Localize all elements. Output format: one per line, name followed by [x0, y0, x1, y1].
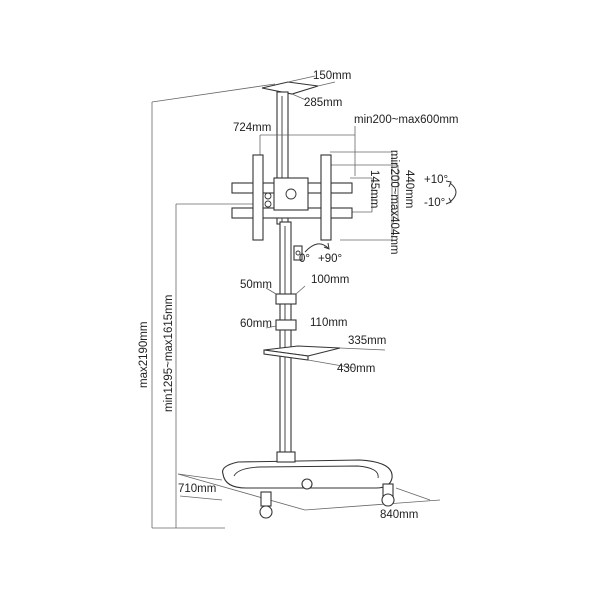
rotate-start-label: 0° — [299, 253, 310, 265]
base-depth-label: 710mm — [178, 483, 216, 495]
base-width-label: 840mm — [380, 509, 418, 521]
overall-height-dimension — [151, 83, 276, 529]
tilt-arrow — [445, 180, 457, 205]
upper-bracket-height-label: 50mm — [240, 279, 272, 291]
shelf-width-label: 430mm — [337, 363, 375, 375]
vesa-horizontal-label: min200~max600mm — [354, 114, 459, 126]
max-height-label: max2190mm — [138, 322, 150, 388]
rotation-arrow — [304, 242, 330, 253]
vesa-arm-width-label: 724mm — [233, 122, 271, 134]
equipment-shelf — [263, 345, 386, 369]
screen-center-range-label: min1295~max1615mm — [163, 295, 175, 412]
vesa-vertical-label: min200~max404mm — [388, 150, 400, 255]
caster-front-right — [381, 483, 395, 507]
tilt-up-label: +10° — [424, 174, 448, 186]
vesa-mount — [231, 154, 353, 241]
upper-bracket-width-label: 100mm — [311, 274, 349, 286]
mount-height-label: 440mm — [403, 170, 415, 208]
top-plate-depth-label: 285mm — [304, 97, 342, 109]
hole-offset-label: 145mm — [368, 170, 380, 208]
shelf-depth-label: 335mm — [348, 335, 386, 347]
rotate-end-label: +90° — [318, 253, 342, 265]
lower-bracket-width-label: 110mm — [310, 317, 348, 329]
top-plate-width-label: 150mm — [313, 70, 351, 82]
caster-front-left — [259, 491, 273, 519]
upper-collar — [265, 285, 306, 305]
caster-back — [301, 478, 313, 490]
rolling-base — [177, 451, 441, 511]
tilt-down-label: -10° — [424, 197, 445, 209]
lower-collar — [265, 319, 297, 331]
lower-bracket-height-label: 60mm — [240, 318, 272, 330]
